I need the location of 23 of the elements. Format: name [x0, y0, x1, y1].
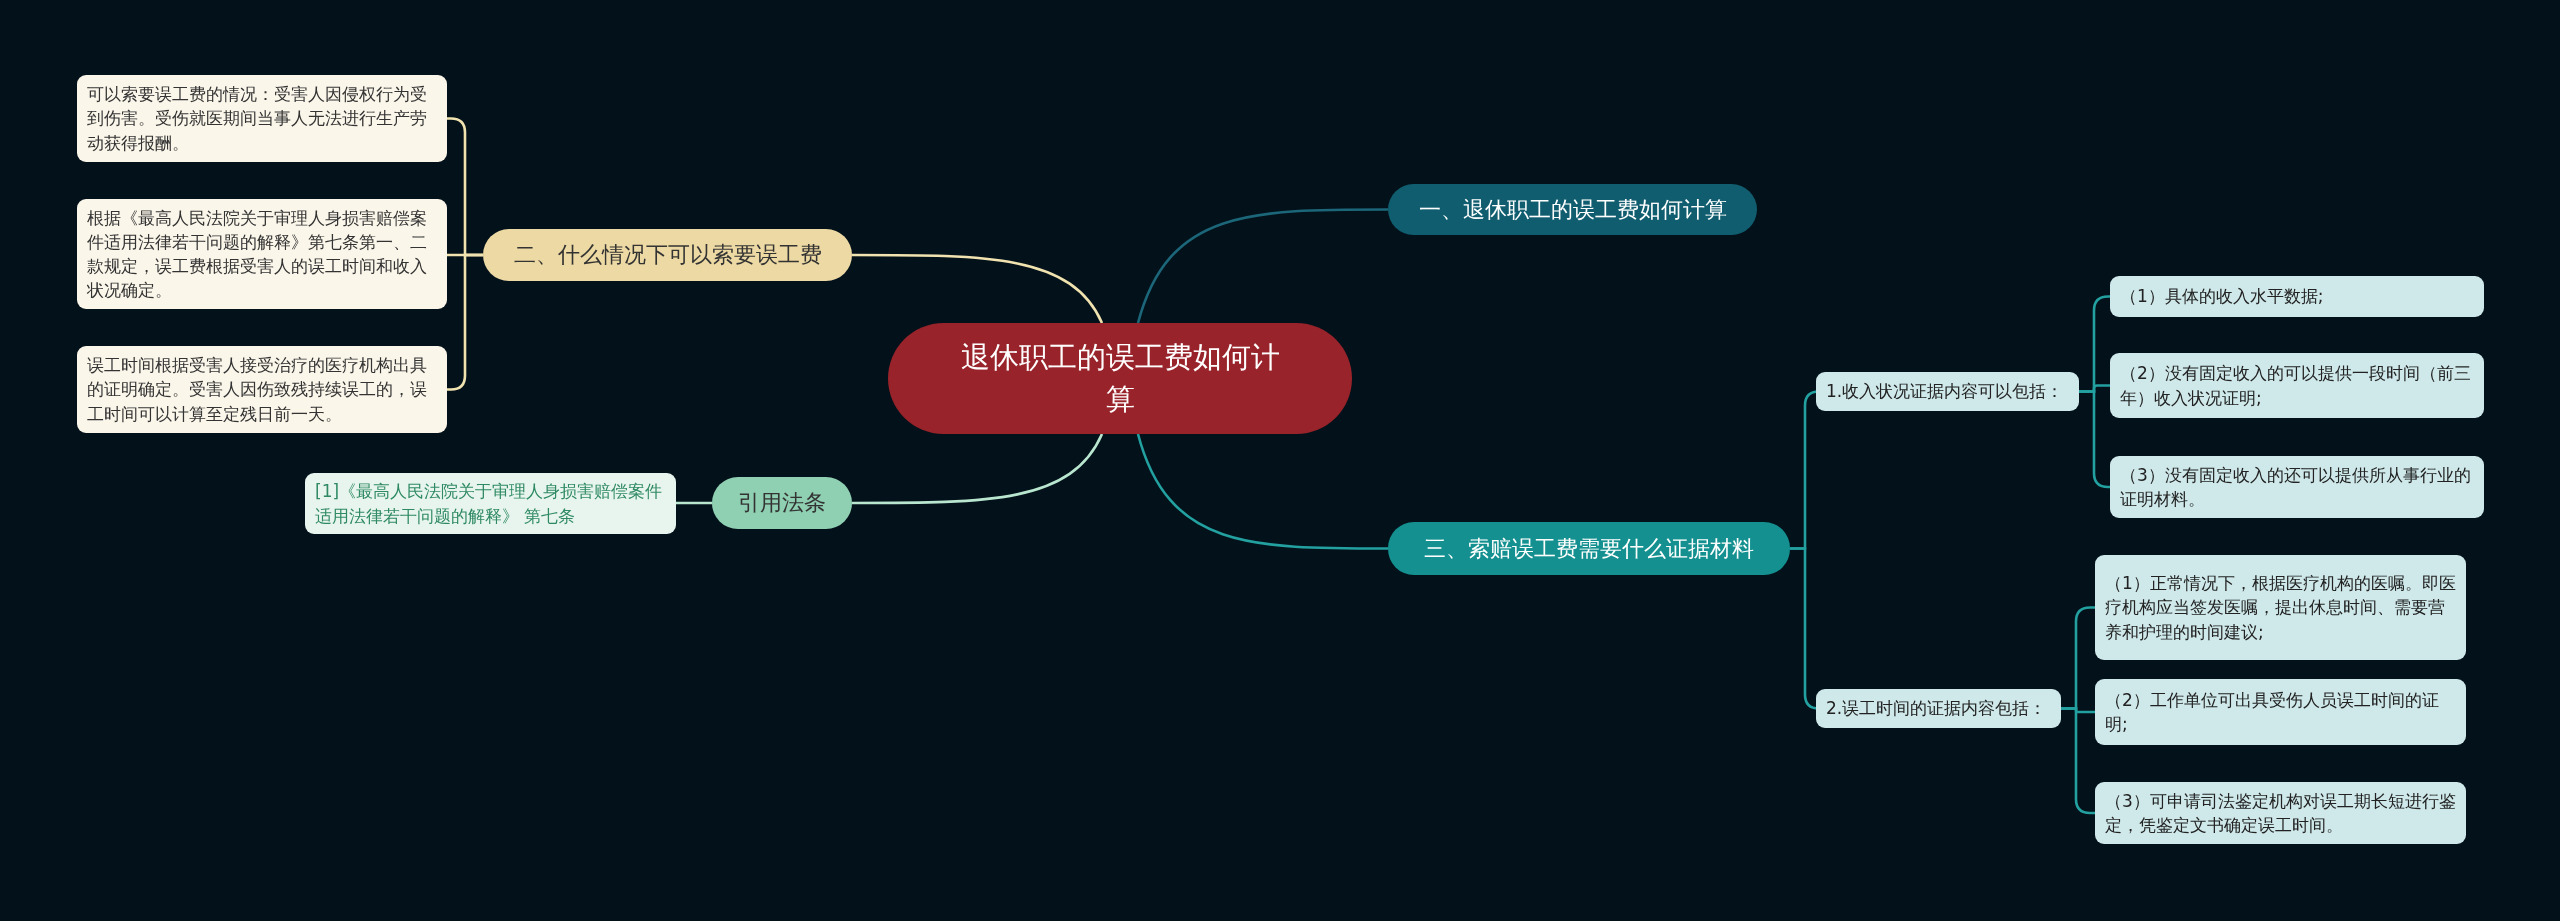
branch-topic: 三、索赔误工费需要什么证据材料	[1388, 522, 1790, 575]
connector-line	[1136, 208, 1388, 324]
note-card: （3）可申请司法鉴定机构对误工期长短进行鉴定，凭鉴定文书确定误工时间。	[2095, 782, 2466, 844]
note-card: （1）具体的收入水平数据;	[2110, 276, 2484, 317]
subtopic-box: 2.误工时间的证据内容包括：	[1816, 689, 2061, 728]
central-topic: 退休职工的误工费如何计算	[888, 323, 1352, 434]
connector-line	[852, 433, 1104, 505]
note-card: （3）没有固定收入的还可以提供所从事行业的证明材料。	[2110, 456, 2484, 518]
branch-topic: 二、什么情况下可以索要误工费	[483, 229, 852, 281]
note-card: （1）正常情况下，根据医疗机构的医嘱。即医疗机构应当签发医嘱，提出休息时间、需要营养和护理的时间建议;	[2095, 555, 2466, 660]
note-card: 可以索要误工费的情况：受害人因侵权行为受到伤害。受伤就医期间当事人无法进行生产劳动获得报酬。	[77, 75, 447, 162]
connector-line	[1136, 433, 1388, 550]
note-card: （2）工作单位可出具受伤人员误工时间的证明;	[2095, 679, 2466, 745]
branch-topic: 一、退休职工的误工费如何计算	[1388, 184, 1757, 235]
subtopic-box: 1.收入状况证据内容可以包括：	[1816, 372, 2079, 411]
citation-card: [1]《最高人民法院关于审理人身损害赔偿案件适用法律若干问题的解释》 第七条	[305, 473, 676, 534]
connector-line	[676, 501, 712, 505]
connector-line	[852, 253, 1104, 324]
note-card: （2）没有固定收入的可以提供一段时间（前三年）收入状况证明;	[2110, 353, 2484, 418]
note-card: 根据《最高人民法院关于审理人身损害赔偿案件适用法律若干问题的解释》第七条第一、二款规定，误工费根据受害人的误工时间和收入状况确定。	[77, 199, 447, 309]
note-card: 误工时间根据受害人接受治疗的医疗机构出具的证明确定。受害人因伤致残持续误工的，误工时间可以计算至定残日前一天。	[77, 346, 447, 433]
branch-topic: 引用法条	[712, 477, 852, 529]
connector-line	[2079, 390, 2110, 489]
